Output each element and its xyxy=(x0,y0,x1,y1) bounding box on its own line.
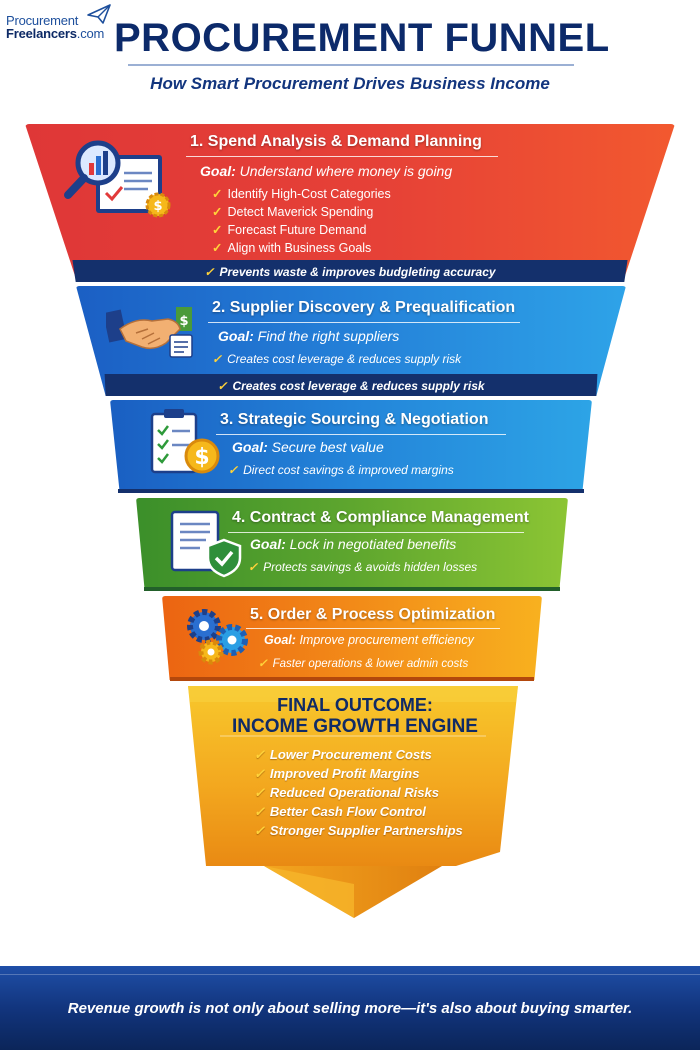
paper-plane-icon xyxy=(87,4,111,24)
analytics-report-icon: $ xyxy=(64,140,171,218)
stage-1-outcome: Prevents waste & improves budgleting acc… xyxy=(219,265,496,279)
stage-4-bullet: ✓Protects savings & avoids hidden losses xyxy=(248,560,478,574)
title-divider xyxy=(128,64,574,66)
checkmark-icon: ✓ xyxy=(254,804,265,819)
svg-text:$: $ xyxy=(153,199,162,214)
gears-icon xyxy=(187,609,248,665)
stage-1-divider xyxy=(186,156,498,157)
checkmark-icon: ✓ xyxy=(228,463,239,477)
checkmark-icon: ✓ xyxy=(258,658,268,670)
page-subtitle: How Smart Procurement Drives Business In… xyxy=(150,74,550,93)
checklist-dollar-icon: $ xyxy=(150,409,220,474)
stage-2-bullet: ✓Creates cost leverage & reduces supply … xyxy=(212,352,462,366)
stage-3-bullet: ✓Direct cost savings & improved margins xyxy=(228,463,454,477)
stage-3-title: 3. Strategic Sourcing & Negotiation xyxy=(220,411,489,428)
stage-1-bullet: ✓Align with Business Goals xyxy=(212,241,372,255)
footer-tagline: Revenue growth is not only about selling… xyxy=(67,1000,633,1017)
contract-shield-icon xyxy=(170,510,242,578)
stage-2-goal: Goal: Find the right suppliers xyxy=(218,328,400,344)
stage-2-title: 2. Supplier Discovery & Prequalification xyxy=(212,299,516,316)
final-outcome-funnel-tip xyxy=(188,686,518,918)
checkmark-icon: ✓ xyxy=(212,187,223,201)
checkmark-icon: ✓ xyxy=(254,747,265,762)
logo-line2: Freelancers.com xyxy=(6,26,104,41)
page-title: PROCUREMENT FUNNEL xyxy=(114,16,610,60)
stage-3-goal: Goal: Secure best value xyxy=(232,439,384,455)
stage-3-divider xyxy=(216,434,506,435)
stage-2-divider xyxy=(208,322,520,323)
checkmark-icon: ✓ xyxy=(212,223,223,237)
checkmark-icon: ✓ xyxy=(212,352,223,366)
checkmark-icon: ✓ xyxy=(248,560,259,574)
logo-suffix: .com xyxy=(76,26,105,41)
svg-text:$: $ xyxy=(194,445,209,470)
stage-1-title: 1. Spend Analysis & Demand Planning xyxy=(190,133,482,150)
checkmark-icon: ✓ xyxy=(212,241,223,255)
svg-text:$: $ xyxy=(179,314,188,329)
stage-4-title: 4. Contract & Compliance Management xyxy=(232,509,529,526)
checkmark-icon: ✓ xyxy=(254,823,265,838)
handshake-icon: $ xyxy=(106,307,193,358)
final-outcome-item: ✓Lower Procurement Costs xyxy=(254,747,432,762)
stage-5-bullet: ✓Faster operations & lower admin costs xyxy=(258,658,469,670)
checkmark-icon: ✓ xyxy=(217,379,228,393)
checkmark-icon: ✓ xyxy=(204,265,215,279)
stage-5-title: 5. Order & Process Optimization xyxy=(250,606,496,623)
stage-4-divider xyxy=(228,532,524,533)
final-outcome-item: ✓Reduced Operational Risks xyxy=(254,785,439,800)
final-outcome-title: FINAL OUTCOME: xyxy=(277,695,433,715)
final-outcome-item: ✓Stronger Supplier Partnerships xyxy=(254,823,463,838)
footer-banner: Revenue growth is not only about selling… xyxy=(0,966,700,1050)
logo: Procurement Freelancers.com xyxy=(4,2,116,42)
checkmark-icon: ✓ xyxy=(254,766,265,781)
stage-5-goal: Goal: Improve procurement efficiency xyxy=(264,633,474,647)
stage-2-outcome: Creates cost leverage & reduces supply r… xyxy=(232,379,485,393)
stage-1-bullet: ✓Identify High-Cost Categories xyxy=(212,187,391,201)
final-outcome-item: ✓Improved Profit Margins xyxy=(254,766,420,781)
stage-3-bottom-edge xyxy=(118,489,584,493)
stage-4-bottom-edge xyxy=(144,587,560,591)
final-outcome-subtitle: INCOME GROWTH ENGINE xyxy=(232,716,478,737)
final-outcome-item: ✓Better Cash Flow Control xyxy=(254,804,426,819)
stage-1-bullet: ✓Detect Maverick Spending xyxy=(212,205,374,219)
stage-5-divider xyxy=(246,628,500,629)
stage-4-goal: Goal: Lock in negotiated benefits xyxy=(250,536,457,552)
checkmark-icon: ✓ xyxy=(212,205,223,219)
checkmark-icon: ✓ xyxy=(254,785,265,800)
logo-line1: Procurement xyxy=(6,13,79,28)
stage-5-bottom-edge xyxy=(170,677,534,681)
stage-1-bullet: ✓Forecast Future Demand xyxy=(212,223,367,237)
stage-1-outcome-strip: ✓ Prevents waste & improves budgleting ac… xyxy=(72,260,628,282)
logo-wordmark: Freelancers xyxy=(6,26,77,41)
stage-1-goal: Goal: Understand where money is going xyxy=(200,163,453,179)
stage-2-outcome-strip: ✓ Creates cost leverage & reduces supply … xyxy=(104,374,598,396)
